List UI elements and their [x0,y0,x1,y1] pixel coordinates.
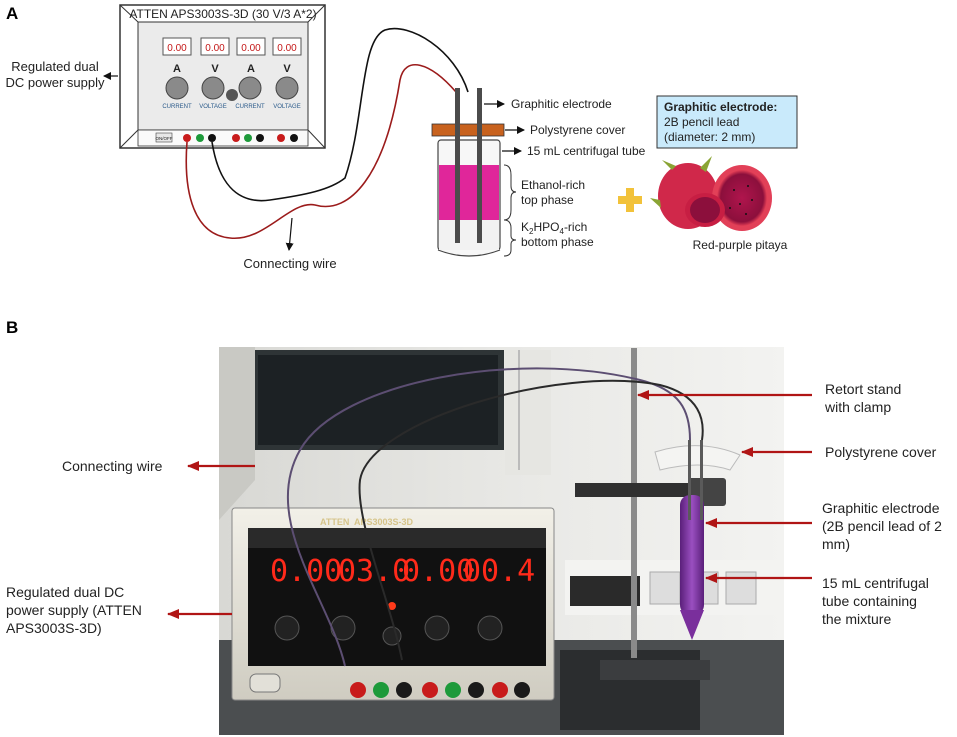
wire-label-b: Connecting wire [62,458,163,474]
readout-3: 0.00 [402,554,474,589]
retort-label-2: with clamp [824,399,891,415]
psu-knobs: A V A V CURRENT VOLTAGE CURRENT VOLTAGE [162,63,300,110]
readout-4: 00.4 [463,554,535,589]
electrode-label-a: Graphitic electrode [511,97,612,111]
info-box [656,95,798,149]
display-4: 0.00 [277,43,297,54]
info-title: Graphitic electrode: [664,100,777,114]
pitaya-fruit [650,156,772,231]
fruit-label: Red-purple pitaya [693,238,788,252]
electrode-label-b-2: (2B pencil lead of 2 [822,518,942,534]
display-1: 0.00 [167,43,187,54]
device-model: APS3003S-3D [354,517,414,527]
psu-label-a-2: DC power supply [6,75,105,90]
svg-text:V: V [211,63,219,75]
display-3: 0.00 [241,43,261,54]
wire-photo-1 [287,367,691,667]
svg-text:CURRENT: CURRENT [235,104,265,110]
psu-label-a-1: Regulated dual [11,59,99,74]
panel-b-letter: B [6,318,18,337]
bottom-phase-2: bottom phase [521,235,594,249]
psu-label-b-2: power supply (ATTEN [6,602,142,618]
svg-text:V: V [283,63,291,75]
wire-label-a: Connecting wire [243,256,336,271]
psu-displays: 0.00 0.00 0.00 0.00 [162,37,302,56]
tube-label-b-3: the mixture [822,611,891,627]
tube-label-b-1: 15 mL centrifugal [822,575,929,591]
device-readouts: 0.00 03.0 0.00 00.4 [270,554,535,589]
wire-photo-2 [358,379,704,661]
svg-text:ON/OFF: ON/OFF [156,136,173,141]
electrode-label-b-1: Graphitic electrode [822,500,940,516]
cover-label-b: Polystyrene cover [825,444,937,460]
psu-label-b-1: Regulated dual DC [6,584,124,600]
svg-text:CURRENT: CURRENT [162,104,192,110]
psu-drawing: ATTEN APS3003S-3D (30 V/3 A*2) 0.00 0.00… [119,4,326,149]
cover-label-a: Polystyrene cover [530,123,625,137]
panel-a-letter: A [6,4,18,23]
psu-terminals: ON/OFF [156,132,298,143]
device-brand: ATTEN [320,517,349,527]
psu-label-b-3: APS3003S-3D) [6,620,102,636]
black-wire-a [211,27,469,202]
plus-sign [618,188,642,212]
red-wire-a [185,63,457,239]
retort-label-1: Retort stand [825,381,901,397]
svg-text:VOLTAGE: VOLTAGE [199,104,226,110]
annotations-b: Retort stand with clamp Polystyrene cove… [6,381,942,636]
top-phase-1: Ethanol-rich [521,178,585,192]
bottom-phase-1: K2HPO4-rich [521,220,587,236]
tube-label-b-2: tube containing [822,593,917,609]
svg-text:VOLTAGE: VOLTAGE [273,104,300,110]
psu-device-photo: ATTEN APS3003S-3D 0.00 03.0 0.00 00.4 [231,507,555,701]
psu-model-label: ATTEN APS3003S-3D (30 V/3 A*2) [129,7,316,21]
tube-label-a: 15 mL centrifugal tube [527,144,646,158]
electrode-label-b-3: mm) [822,536,850,552]
top-phase-2: top phase [521,193,574,207]
svg-text:A: A [247,63,255,75]
info-line-2: (diameter: 2 mm) [664,130,755,144]
info-line-1: 2B pencil lead [664,115,739,129]
display-2: 0.00 [205,43,225,54]
svg-text:A: A [173,63,181,75]
retort-stand-photo [575,348,741,680]
tube-assembly-a [431,88,505,257]
